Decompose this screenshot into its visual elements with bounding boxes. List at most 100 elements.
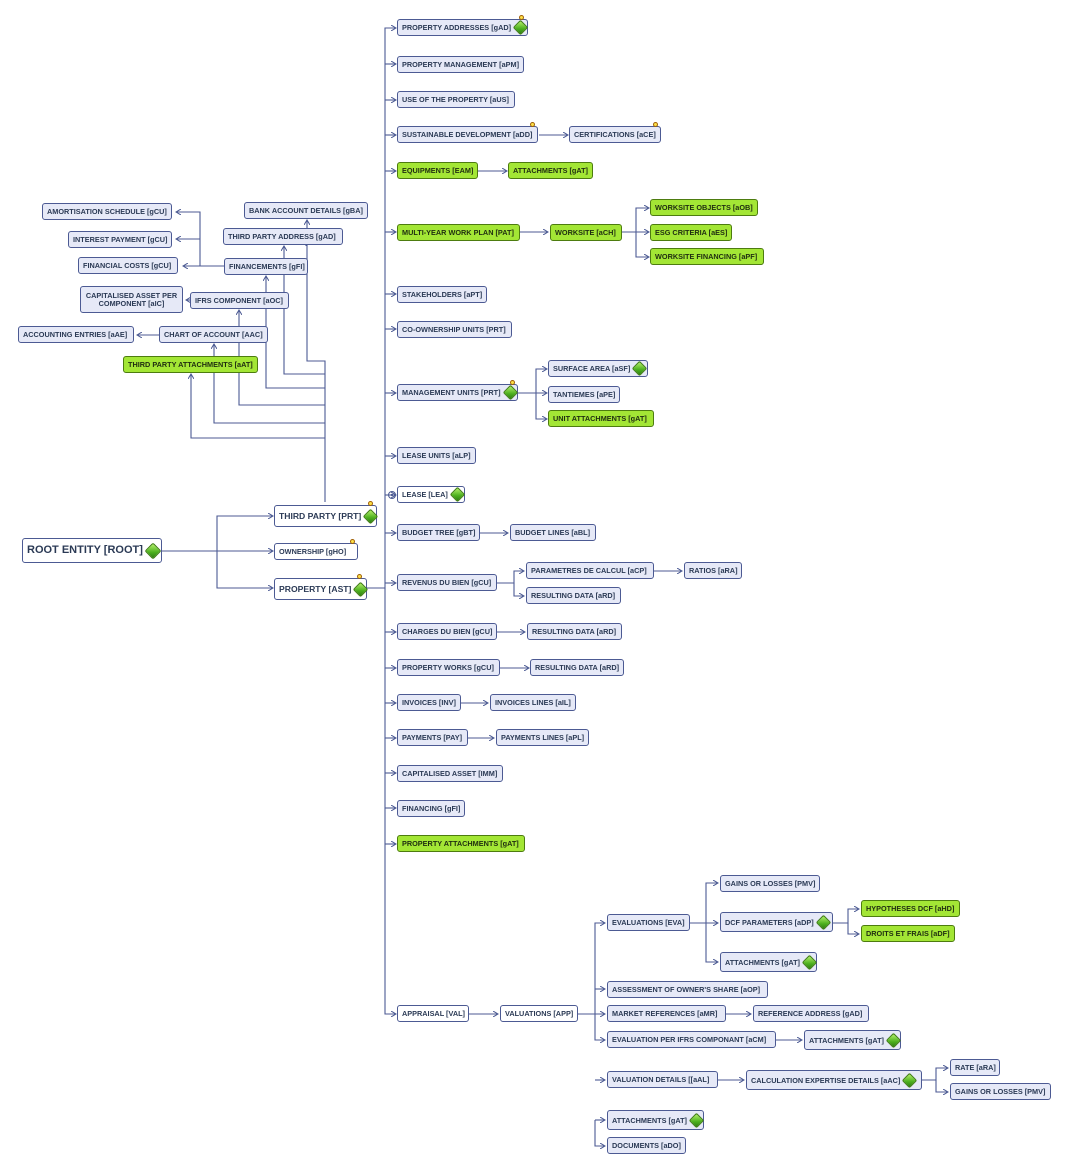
revenus-du-bien-node[interactable]: REVENUS DU BIEN [gCU]: [397, 574, 497, 591]
third-party-address-node[interactable]: THIRD PARTY ADDRESS [gAD]: [223, 228, 343, 245]
works-resulting-data-node[interactable]: RESULTING DATA [aRD]: [530, 659, 624, 676]
co-ownership-units-node[interactable]: CO-OWNERSHIP UNITS [PRT]: [397, 321, 512, 338]
amortisation-schedule-node[interactable]: AMORTISATION SCHEDULE [gCU]: [42, 203, 172, 220]
yellow-dot-icon: [350, 539, 355, 544]
rate-node[interactable]: RATE [aRA]: [950, 1059, 1000, 1076]
property-attachments-label: PROPERTY ATTACHMENTS [gAT]: [402, 839, 519, 848]
ratios-node[interactable]: RATIOS [aRA]: [684, 562, 742, 579]
third-party-attachments-node[interactable]: THIRD PARTY ATTACHMENTS [aAT]: [123, 356, 258, 373]
property-works-node[interactable]: PROPERTY WORKS [gCU]: [397, 659, 500, 676]
financements-node[interactable]: FINANCEMENTS [gFI]: [224, 258, 308, 275]
bank-account-details-node[interactable]: BANK ACCOUNT DETAILS [gBA]: [244, 202, 368, 219]
invoices-lines-node[interactable]: INVOICES LINES [aIL]: [490, 694, 576, 711]
yellow-dot-icon: [530, 122, 535, 127]
worksite-node[interactable]: WORKSITE [aCH]: [550, 224, 622, 241]
hypotheses-dcf-label: HYPOTHESES DCF [aHD]: [866, 904, 955, 913]
revenus-resulting-data-node[interactable]: RESULTING DATA [aRD]: [526, 587, 621, 604]
charges-du-bien-label: CHARGES DU BIEN [gCU]: [402, 627, 493, 636]
equipments-attachments-node[interactable]: ATTACHMENTS [gAT]: [508, 162, 593, 179]
market-references-node[interactable]: MARKET REFERENCES [aMR]: [607, 1005, 726, 1022]
charges-du-bien-node[interactable]: CHARGES DU BIEN [gCU]: [397, 623, 497, 640]
use-of-property-node[interactable]: USE OF THE PROPERTY [aUS]: [397, 91, 515, 108]
management-units-node[interactable]: MANAGEMENT UNITS [PRT]: [397, 384, 518, 401]
surface-area-node[interactable]: SURFACE AREA [aSF]: [548, 360, 648, 377]
gains-or-losses-eval-label: GAINS OR LOSSES [PMV]: [725, 879, 816, 888]
budget-lines-node[interactable]: BUDGET LINES [aBL]: [510, 524, 596, 541]
charges-resulting-data-node[interactable]: RESULTING DATA [aRD]: [527, 623, 622, 640]
appraisal-label: APPRAISAL [VAL]: [402, 1009, 465, 1018]
management-units-label: MANAGEMENT UNITS [PRT]: [402, 388, 501, 397]
root-entity-node[interactable]: ROOT ENTITY [ROOT]: [22, 538, 162, 563]
worksite-financing-node[interactable]: WORKSITE FINANCING [aPF]: [650, 248, 764, 265]
evaluation-per-ifrs-node[interactable]: EVALUATION PER IFRS COMPONANT [aCM]: [607, 1031, 776, 1048]
assessment-owner-share-node[interactable]: ASSESSMENT OF OWNER'S SHARE [aOP]: [607, 981, 768, 998]
valuations-node[interactable]: VALUATIONS [APP]: [500, 1005, 578, 1022]
lease-units-node[interactable]: LEASE UNITS [aLP]: [397, 447, 476, 464]
budget-tree-node[interactable]: BUDGET TREE [gBT]: [397, 524, 480, 541]
documents-node[interactable]: DOCUMENTS [aDO]: [607, 1137, 686, 1154]
dcf-parameters-node[interactable]: DCF PARAMETERS [aDP]: [720, 912, 833, 932]
sustainable-development-label: SUSTAINABLE DEVELOPMENT [aDD]: [402, 130, 533, 139]
tantiemes-node[interactable]: TANTIEMES [aPE]: [548, 386, 620, 403]
payments-lines-node[interactable]: PAYMENTS LINES [aPL]: [496, 729, 589, 746]
valuation-details-node[interactable]: VALUATION DETAILS [[aAL]: [607, 1071, 718, 1088]
ifrs-attachments-label: ATTACHMENTS [gAT]: [809, 1035, 884, 1045]
financial-costs-node[interactable]: FINANCIAL COSTS [gCU]: [78, 257, 178, 274]
capitalised-asset-per-component-node[interactable]: CAPITALISED ASSET PER COMPONENT [aIC]: [80, 286, 183, 313]
lease-units-label: LEASE UNITS [aLP]: [402, 451, 471, 460]
certifications-node[interactable]: CERTIFICATIONS [aCE]: [569, 126, 661, 143]
multi-year-work-plan-node[interactable]: MULTI-YEAR WORK PLAN [PAT]: [397, 224, 520, 241]
valuations-attachments-node[interactable]: ATTACHMENTS [gAT]: [607, 1110, 705, 1130]
worksite-objects-node[interactable]: WORKSITE OBJECTS [aOB]: [650, 199, 758, 216]
hypotheses-dcf-node[interactable]: HYPOTHESES DCF [aHD]: [861, 900, 960, 917]
budget-tree-label: BUDGET TREE [gBT]: [402, 528, 476, 537]
unit-attachments-node[interactable]: UNIT ATTACHMENTS [gAT]: [548, 410, 654, 427]
evaluations-node[interactable]: EVALUATIONS [EVA]: [607, 914, 690, 931]
gains-or-losses-calc-node[interactable]: GAINS OR LOSSES [PMV]: [950, 1083, 1051, 1100]
financing-label: FINANCING [gFI]: [402, 804, 461, 813]
interest-payment-label: INTEREST PAYMENT [gCU]: [73, 235, 168, 244]
gains-or-losses-eval-node[interactable]: GAINS OR LOSSES [PMV]: [720, 875, 820, 892]
sustainable-development-node[interactable]: SUSTAINABLE DEVELOPMENT [aDD]: [397, 126, 538, 143]
esg-criteria-label: ESG CRITERIA [aES]: [655, 228, 728, 237]
financements-label: FINANCEMENTS [gFI]: [229, 262, 305, 271]
third-party-node[interactable]: THIRD PARTY [PRT]: [274, 505, 379, 527]
chart-of-account-node[interactable]: CHART OF ACCOUNT [AAC]: [159, 326, 268, 343]
worksite-financing-label: WORKSITE FINANCING [aPF]: [655, 252, 758, 261]
lease-node[interactable]: LEASE [LEA]: [397, 486, 466, 503]
ifrs-component-node[interactable]: IFRS COMPONENT [aOC]: [190, 292, 289, 309]
yellow-dot-icon: [357, 574, 362, 579]
esg-criteria-node[interactable]: ESG CRITERIA [aES]: [650, 224, 732, 241]
reference-address-node[interactable]: REFERENCE ADDRESS [gAD]: [753, 1005, 869, 1022]
property-node[interactable]: PROPERTY [AST]: [274, 578, 369, 600]
third-party-address-label: THIRD PARTY ADDRESS [gAD]: [228, 232, 336, 241]
documents-label: DOCUMENTS [aDO]: [612, 1141, 681, 1150]
accounting-entries-node[interactable]: ACCOUNTING ENTRIES [aAE]: [18, 326, 134, 343]
gains-or-losses-calc-label: GAINS OR LOSSES [PMV]: [955, 1087, 1046, 1096]
eval-attachments-node[interactable]: ATTACHMENTS [gAT]: [720, 952, 818, 972]
equipments-node[interactable]: EQUIPMENTS [EAM]: [397, 162, 478, 179]
ifrs-attachments-node[interactable]: ATTACHMENTS [gAT]: [804, 1030, 902, 1050]
calculation-expertise-node[interactable]: CALCULATION EXPERTISE DETAILS [aAC]: [746, 1070, 922, 1090]
droits-et-frais-node[interactable]: DROITS ET FRAIS [aDF]: [861, 925, 955, 942]
financing-node[interactable]: FINANCING [gFI]: [397, 800, 465, 817]
ownership-node[interactable]: OWNERSHIP [gHO]: [274, 543, 358, 560]
works-resulting-data-label: RESULTING DATA [aRD]: [535, 663, 620, 672]
stakeholders-node[interactable]: STAKEHOLDERS [aPT]: [397, 286, 487, 303]
invoices-node[interactable]: INVOICES [INV]: [397, 694, 461, 711]
green-diamond-icon: [363, 508, 379, 524]
property-attachments-node[interactable]: PROPERTY ATTACHMENTS [gAT]: [397, 835, 525, 852]
property-addresses-node[interactable]: PROPERTY ADDRESSES [gAD]: [397, 19, 529, 36]
rate-label: RATE [aRA]: [955, 1063, 996, 1072]
property-label: PROPERTY [AST]: [279, 583, 352, 594]
payments-node[interactable]: PAYMENTS [PAY]: [397, 729, 468, 746]
capitalised-asset-node[interactable]: CAPITALISED ASSET [IMM]: [397, 765, 503, 782]
appraisal-node[interactable]: APPRAISAL [VAL]: [397, 1005, 469, 1022]
amortisation-schedule-label: AMORTISATION SCHEDULE [gCU]: [47, 207, 167, 216]
interest-payment-node[interactable]: INTEREST PAYMENT [gCU]: [68, 231, 172, 248]
co-ownership-units-label: CO-OWNERSHIP UNITS [PRT]: [402, 325, 506, 334]
charges-resulting-data-label: RESULTING DATA [aRD]: [532, 627, 617, 636]
property-management-node[interactable]: PROPERTY MANAGEMENT [aPM]: [397, 56, 524, 73]
market-references-label: MARKET REFERENCES [aMR]: [612, 1009, 718, 1018]
parametres-de-calcul-node[interactable]: PARAMETRES DE CALCUL [aCP]: [526, 562, 654, 579]
